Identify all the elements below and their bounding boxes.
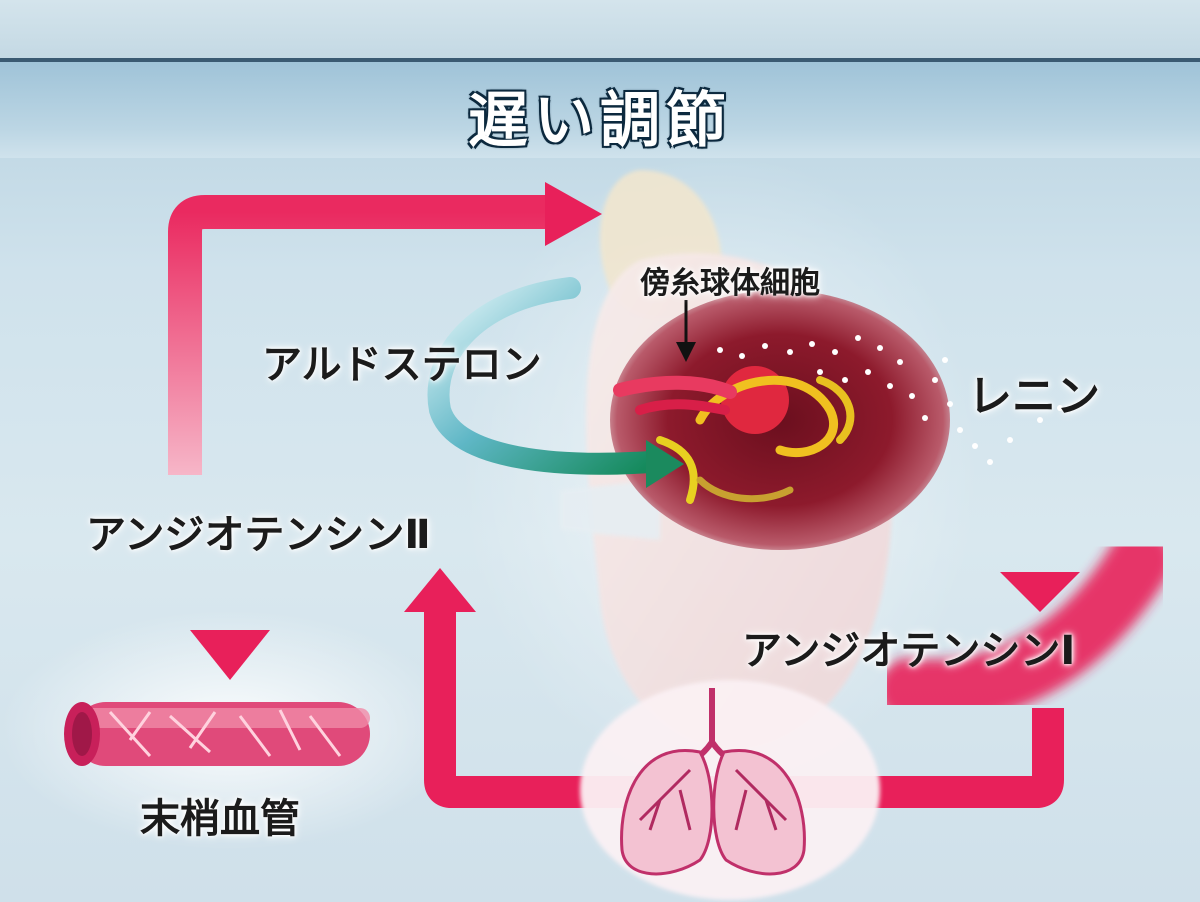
duct-illustration [560, 480, 660, 540]
arrow-to-adrenal-head [545, 182, 602, 246]
top-band [0, 0, 1200, 58]
angiotensin-sweep [878, 528, 1172, 724]
aldosterone-arrow-head [646, 440, 684, 488]
renin-arrow-head [1000, 572, 1080, 612]
arrow-to-adrenal-shaft [168, 195, 548, 475]
vasoconstriction-arrow-head [190, 630, 270, 680]
label-aldosterone: アルドステロン [262, 342, 542, 388]
top-rule [0, 58, 1200, 62]
lungs-illustration [580, 680, 880, 900]
aldosterone-arrow-shaft [427, 277, 661, 475]
label-juxtaglomerular-cells: 傍糸球体細胞 [640, 266, 820, 301]
label-angiotensin-1: アンジオテンシンⅠ [742, 628, 1076, 674]
renin-particles [717, 335, 1063, 465]
label-renin: レニン [968, 371, 1100, 422]
conversion-loop-arrow-head [404, 568, 476, 612]
juxtaglomerular-apparatus-illustration [613, 366, 855, 504]
jg-pointer-arrowhead [676, 342, 696, 362]
label-peripheral-vessel: 末梢血管 [140, 796, 300, 842]
title-band [0, 62, 1200, 158]
diagram-title: 遅い調節 [468, 86, 732, 156]
label-angiotensin-2: アンジオテンシンⅡ [86, 512, 431, 558]
blood-vessel-illustration [64, 702, 370, 766]
